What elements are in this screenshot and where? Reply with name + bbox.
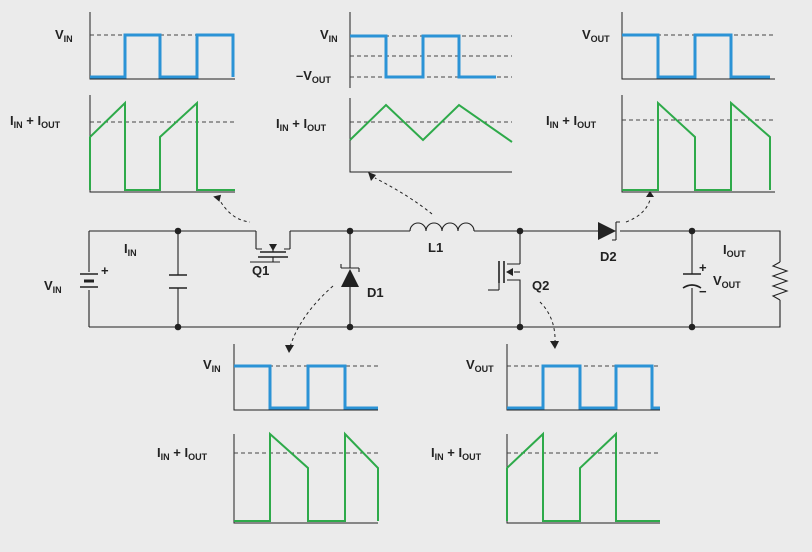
node-dot <box>346 323 354 331</box>
input-capacitor <box>169 231 187 327</box>
vout-label: VOUT <box>713 273 741 290</box>
l1-voltage-waveform <box>349 12 512 88</box>
load-resistor <box>771 261 789 301</box>
vout-plus-sign: + <box>699 260 707 275</box>
d1-pointer-arrow <box>285 285 334 353</box>
l1-current-label: IIN + IOUT <box>276 116 327 133</box>
node-dot <box>174 227 182 235</box>
q1-current-label: IIN + IOUT <box>10 113 61 130</box>
d1-diode-symbol <box>340 231 360 327</box>
output-capacitor <box>682 231 702 327</box>
vout-minus-sign: − <box>699 284 707 299</box>
d1-voltage-waveform <box>233 344 378 411</box>
d2-voltage-label: VOUT <box>582 27 610 44</box>
node-dot <box>688 323 696 331</box>
node-dot <box>516 227 524 235</box>
l1-pointer-arrow <box>368 172 433 215</box>
d2-label: D2 <box>600 249 617 264</box>
iin-label: IIN <box>124 241 137 258</box>
d1-current-waveform <box>233 431 379 524</box>
l1-label: L1 <box>428 240 443 255</box>
vin-source-label: VIN <box>44 278 62 295</box>
q1-label: Q1 <box>252 263 269 278</box>
d2-current-waveform <box>621 95 775 193</box>
circuit: + VIN IIN Q1 D1 <box>44 221 789 331</box>
vin-source-symbol <box>80 273 98 288</box>
l1-voltage-bottom-label: –VOUT <box>296 68 331 85</box>
d2-pointer-arrow <box>625 191 654 223</box>
l1-voltage-top-label: VIN <box>320 27 338 44</box>
l1-current-waveform <box>349 98 513 173</box>
d2-voltage-waveform <box>621 12 775 80</box>
q1-current-waveform <box>89 95 235 193</box>
q2-voltage-label: VOUT <box>466 357 494 374</box>
iout-label: IOUT <box>723 242 746 259</box>
d2-diode-symbol <box>598 221 620 241</box>
q2-label: Q2 <box>532 278 549 293</box>
d2-current-label: IIN + IOUT <box>546 113 597 130</box>
d1-label: D1 <box>367 285 384 300</box>
top-rail-out <box>620 230 781 262</box>
node-dot <box>688 227 696 235</box>
q1-voltage-waveform <box>89 12 235 80</box>
vin-plus-sign: + <box>101 263 109 278</box>
bottom-rail <box>89 300 781 328</box>
q1-mosfet-symbol <box>250 231 291 263</box>
q2-pointer-arrow <box>539 301 559 349</box>
node-dot <box>346 227 354 235</box>
q1-pointer-arrow <box>213 194 251 223</box>
d1-current-label: IIN + IOUT <box>157 445 208 462</box>
node-dot <box>174 323 182 331</box>
q2-voltage-waveform <box>506 344 660 411</box>
q2-current-label: IIN + IOUT <box>431 445 482 462</box>
node-dot <box>516 323 524 331</box>
l1-inductor-symbol <box>409 222 475 232</box>
q1-voltage-label: VIN <box>55 27 73 44</box>
q2-mosfet-symbol <box>488 231 521 327</box>
d1-voltage-label: VIN <box>203 357 221 374</box>
q2-current-waveform <box>506 431 660 524</box>
